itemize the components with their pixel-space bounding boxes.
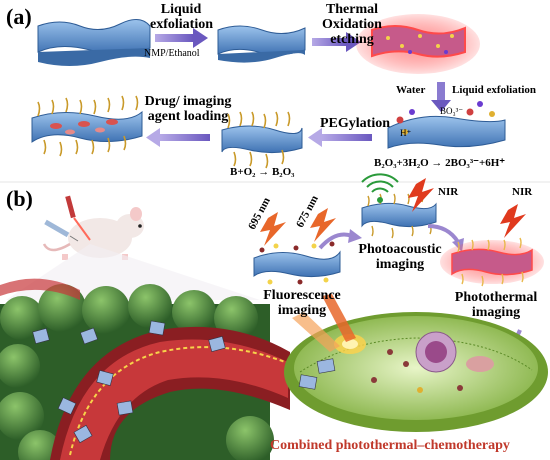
photoacoustic-line1: Photoacoustic: [358, 242, 442, 257]
arrow-liquid-exfoliation: [155, 28, 208, 48]
arrow-drug-loading: [146, 128, 210, 147]
step-liquid-exfoliation: Liquid exfoliation: [150, 2, 213, 32]
pegylated-sheet: [221, 111, 303, 169]
fluorescence-line2: imaging: [277, 303, 327, 318]
hydrolysis-sheet: [387, 101, 506, 149]
step-thermal-oxidation: Thermal Oxidation etching: [316, 2, 388, 47]
photoacoustic-imaging-label: Photoacoustic imaging: [346, 242, 454, 272]
photoacoustic-line2: imaging: [375, 257, 425, 272]
lightning-nir2-icon: [500, 204, 526, 238]
solvent-label: NMP/Ethanol: [144, 48, 200, 59]
zoom-cone: [6, 244, 260, 300]
acoustic-wave-icon: [361, 173, 399, 203]
oxidized-sheet: [356, 14, 480, 74]
fluorescence-sheet: [253, 241, 341, 285]
photothermal-sheet: [440, 237, 544, 287]
hydrolysis-equation: B₂O₃+3H₂O → 2BO₃³⁻+6H⁺: [374, 157, 506, 169]
syringe-icon: [44, 219, 79, 242]
water-label: Water: [396, 84, 426, 96]
fluorescence-line1: Fluorescence: [263, 288, 341, 303]
arrow-thermal-oxidation: [312, 32, 361, 52]
ion-borate-label: BO₃³⁻: [440, 106, 464, 116]
photothermal-imaging-label: Photothermal imaging: [446, 290, 546, 320]
pegylation-label: PEGylation: [320, 116, 391, 131]
step1-line2: exfoliation: [150, 17, 213, 32]
drug-line1: Drug/ imaging: [144, 94, 232, 109]
drug-line2: agent loading: [147, 109, 229, 124]
laser-beam: [65, 195, 91, 241]
lightning-nir1-icon: [408, 178, 434, 212]
cancer-cell: [284, 312, 548, 432]
bulk-boron-sheet: [37, 19, 151, 66]
oxidation-equation: B+O₂ → B₂O₃: [230, 166, 295, 178]
photothermal-line1: Photothermal: [454, 290, 538, 305]
panel-label-b: (b): [6, 186, 33, 211]
step2-line1: Thermal: [325, 2, 379, 17]
photoacoustic-sheet: [361, 191, 437, 239]
therapy-caption: Combined photothermal–chemotherapy: [270, 438, 510, 453]
arrow-pegylation: [308, 128, 372, 147]
step2-line2: Oxidation: [322, 17, 382, 32]
lightning-695-icon: [260, 212, 286, 246]
ion-h-label: H⁺: [400, 128, 412, 138]
cell-laser-beam: [322, 294, 356, 342]
liquid-exfoliation-2: Liquid exfoliation: [452, 84, 537, 96]
fluorescence-imaging-label: Fluorescence imaging: [252, 288, 352, 318]
step-drug-loading: Drug/ imaging agent loading: [138, 94, 238, 124]
step1-line1: Liquid: [160, 2, 202, 17]
blood-vessel: [0, 278, 291, 460]
arrow-to-photothermal: [427, 224, 460, 244]
drug-loaded-sheet: [31, 95, 143, 157]
lightning-675-icon: [310, 208, 336, 242]
arrow-water-exfoliation: [431, 82, 451, 112]
photothermal-line2: imaging: [471, 305, 521, 320]
nanosheets-in-vessel: [32, 320, 226, 444]
nir-label-1: NIR: [438, 186, 459, 198]
panel-label-a: (a): [6, 4, 32, 29]
thin-boron-sheet: [217, 25, 306, 63]
nir-label-2: NIR: [512, 186, 533, 198]
step2-line3: etching: [330, 32, 374, 47]
